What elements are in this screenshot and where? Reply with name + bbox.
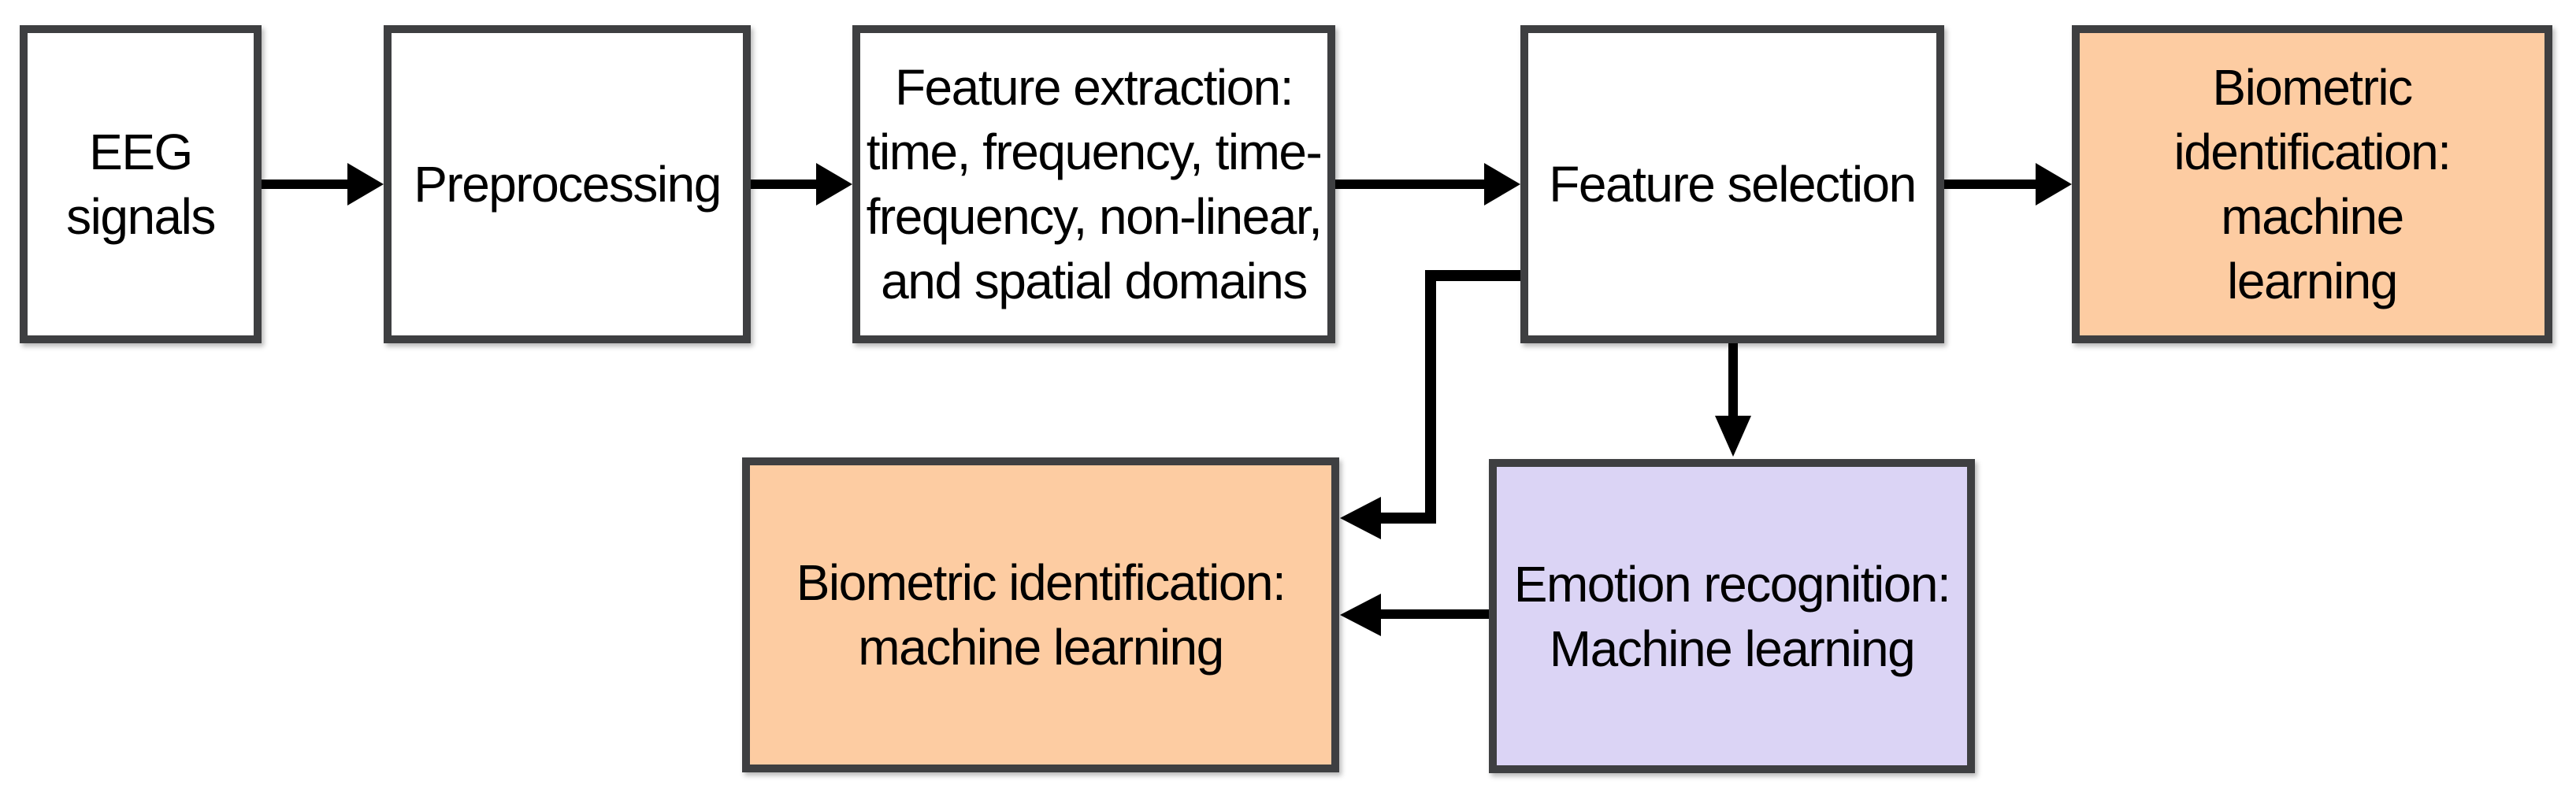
arrow-preprocessing-to-feature-extraction-head-icon	[816, 163, 852, 205]
arrow-selection-to-biometric-bottom-segment-vertical	[1425, 270, 1436, 524]
node-eeg-signals-label: EEG signals	[66, 124, 216, 245]
node-feature-extraction: Feature extraction: time, frequency, tim…	[852, 25, 1335, 343]
node-preprocessing-label: Preprocessing	[414, 156, 722, 213]
node-biometric-identification-bottom-label: Biometric identification: machine learni…	[796, 554, 1286, 676]
arrow-feature-extraction-to-selection-head-icon	[1484, 163, 1520, 205]
arrow-feature-extraction-to-selection-shaft	[1335, 180, 1485, 189]
arrow-selection-to-emotion-head-icon	[1715, 416, 1751, 457]
arrow-selection-to-biometric-top-shaft	[1944, 180, 2036, 189]
arrow-emotion-to-biometric-bottom-shaft	[1381, 609, 1489, 619]
node-feature-extraction-label: Feature extraction: time, frequency, tim…	[866, 59, 1323, 309]
arrow-emotion-to-biometric-bottom-head-icon	[1340, 594, 1381, 636]
node-preprocessing: Preprocessing	[384, 25, 751, 343]
arrow-selection-to-biometric-bottom-segment-top	[1430, 270, 1520, 281]
arrow-selection-to-emotion-shaft	[1728, 343, 1738, 417]
node-biometric-identification-top: Biometric identification: machine learni…	[2072, 25, 2552, 343]
node-biometric-identification-bottom: Biometric identification: machine learni…	[742, 457, 1339, 772]
node-feature-selection: Feature selection	[1520, 25, 1944, 343]
node-feature-selection-label: Feature selection	[1549, 156, 1917, 213]
arrow-selection-to-biometric-bottom-head-icon	[1340, 497, 1381, 539]
node-emotion-recognition: Emotion recognition: Machine learning	[1489, 459, 1975, 773]
node-emotion-recognition-label: Emotion recognition: Machine learning	[1513, 555, 1951, 677]
arrow-preprocessing-to-feature-extraction-shaft	[751, 180, 817, 189]
node-eeg-signals: EEG signals	[20, 25, 262, 343]
arrow-selection-to-biometric-bottom-segment-bottom	[1381, 513, 1436, 524]
arrow-eeg-to-preprocessing-head-icon	[347, 163, 384, 205]
arrow-eeg-to-preprocessing-shaft	[262, 180, 348, 189]
arrow-selection-to-biometric-top-head-icon	[2036, 163, 2072, 205]
node-biometric-identification-top-label: Biometric identification: machine learni…	[2173, 59, 2452, 309]
